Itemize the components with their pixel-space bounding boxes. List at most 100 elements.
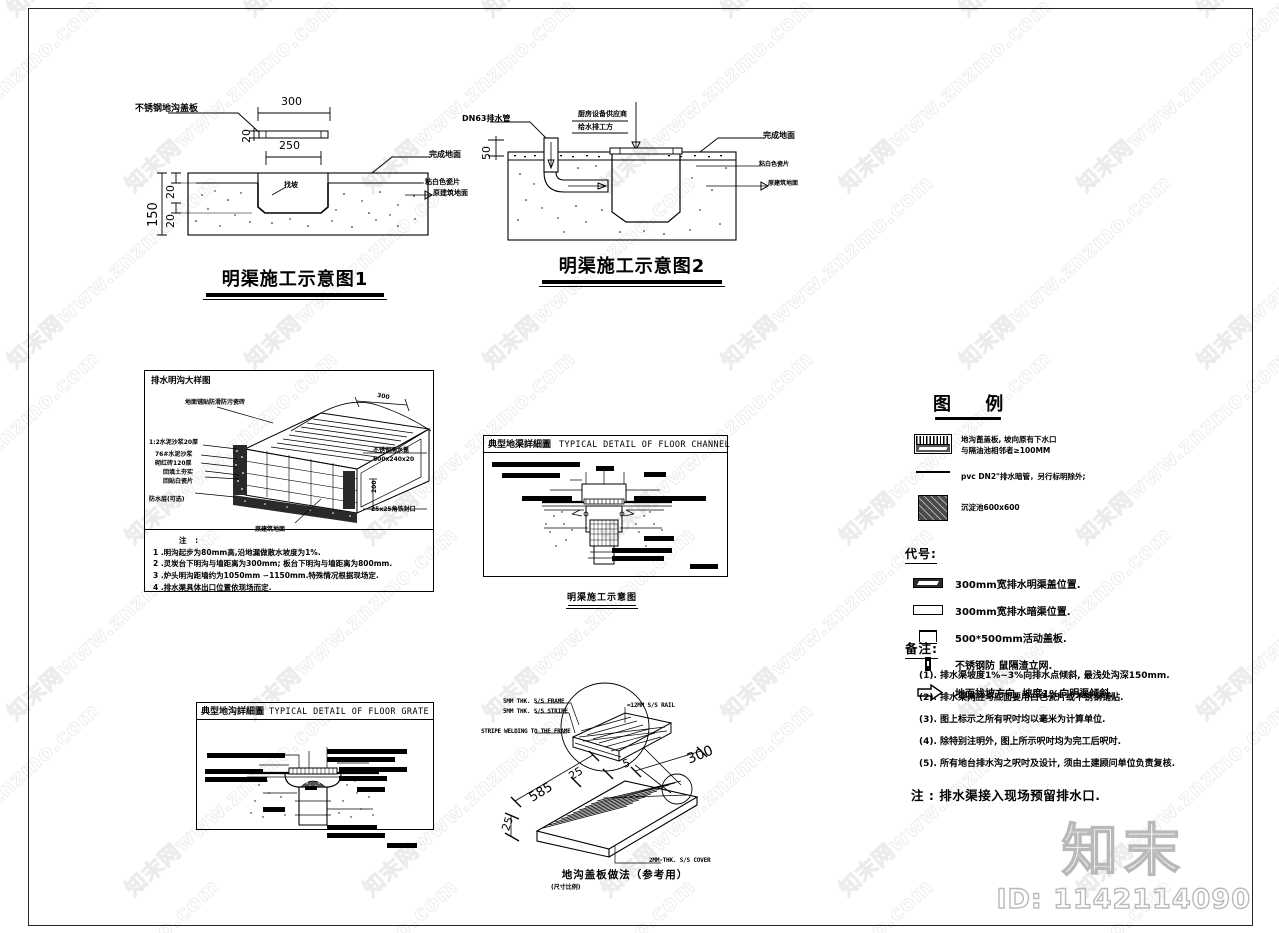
label-ss-frame: 5MM THK. S/S FRAME [503, 698, 565, 705]
detail-grate-3d: 5MM THK. S/S FRAME 5MM THK. S/S STRIPE S… [475, 682, 775, 891]
note-item: 1 .明沟起步为80mm高,沿地漏做散水坡度为1%. [153, 547, 321, 557]
legend-block: 图 例 地沟蓖盖板, 坡向原有下水口 与隔油池相邻者≥100MM pvc DN2… [905, 390, 1235, 701]
label-finished-floor-2: 完成地面 [763, 131, 795, 140]
redacted-annotation [327, 825, 377, 830]
floor-channel-section [542, 470, 672, 565]
redacted-annotation [339, 767, 407, 772]
label-waterproof: 防水层(可选) [149, 496, 185, 503]
open-channel-symbol [905, 578, 955, 589]
dim-pipe-50: 50 [480, 146, 493, 160]
sump-symbol [905, 494, 961, 521]
title-rule-2 [542, 280, 722, 284]
detail-open-channel-2: DN63排水管 厨房设备供应商 给水排工方 50 完成地面 粘白色瓷片 原建筑地… [462, 100, 808, 300]
pipe-line-symbol [905, 470, 961, 473]
label-drain-pipe: DN63排水管 [462, 114, 511, 123]
remark-item: (1). 排水渠坡度1%~3%向排水点倾斜, 最浅处沟深150mm. [919, 671, 1170, 681]
detail-open-ditch-3d: 排水明沟大样图 [144, 370, 434, 592]
label-slope: 找坡 [284, 181, 298, 189]
remark-item: (5). 所有地台排水沟之呎吋及设计, 须由土建顾问单位负责复核. [919, 759, 1176, 769]
code-item: 500*500mm活动盖板. [905, 630, 1235, 645]
label-ss-grate-size: 600x240x20 [373, 456, 415, 463]
legend-title: 图 例 [933, 394, 1018, 415]
floor-channel-caption-block: 明渠施工示意图 [522, 590, 682, 610]
sheet-border [28, 8, 1253, 926]
redacted-annotation [612, 556, 664, 561]
redacted-annotation [207, 753, 285, 758]
dim-250: 250 [279, 139, 300, 152]
redacted-annotation [612, 548, 672, 553]
rat-mesh-symbol [905, 657, 955, 672]
legend-item: pvc DN2"排水暗管，另行标明除外; [905, 470, 1235, 483]
redacted-annotation [492, 462, 580, 467]
detail-floor-grate: 典型地沟詳細圖 TYPICAL DETAIL OF FLOOR GRATE [196, 702, 434, 848]
dim-plate-thk-20: 20 [240, 129, 253, 143]
ditch-3d-isometric [194, 396, 432, 524]
legend-item-label: 地沟蓖盖板, 坡向原有下水口 与隔油池相邻者≥100MM [961, 435, 1057, 455]
legend-item: 地沟蓖盖板, 坡向原有下水口 与隔油池相邻者≥100MM [905, 434, 1235, 457]
open-channel-2-section [488, 102, 770, 241]
label-backfill: 回填土夯实 [163, 469, 194, 476]
label-equipment-top: 厨房设备供应商 [578, 110, 627, 118]
redacted-annotation [690, 564, 718, 569]
redacted-annotation [305, 786, 317, 790]
title-rule [206, 293, 384, 297]
legend-title-rule [935, 417, 1001, 420]
grate-3d-isometric [504, 682, 708, 864]
dim-300: 300 [281, 95, 302, 108]
code-item-label: 500*500mm活动盖板. [955, 633, 1067, 645]
code-item: 300mm宽排水明渠盖位置. [905, 576, 1235, 591]
floor-channel-title-en: TYPICAL DETAIL OF FLOOR CHANNEL [559, 440, 731, 450]
label-white-tile-2: 粘白色瓷片 [759, 161, 790, 168]
detail-open-channel-1: 不锈钢地沟盖板 300 250 20 150 20 20 找坡 完成地面 粘白色… [135, 95, 470, 305]
code-item-label: 地面找坡方向, 坡度1%向明渠倾斜. [955, 688, 1114, 700]
ditch-3d-title: 排水明沟大样图 [151, 376, 211, 386]
detail-2-title: 明渠施工示意图2 [558, 256, 706, 277]
redacted-annotation [644, 536, 674, 541]
label-orig-floor: 原建筑地面 [433, 189, 468, 197]
remarks-footnote: 注 : 排水渠接入现场预留排水口. [911, 788, 1101, 803]
remarks-title: 备注: [905, 638, 938, 659]
ditch-3d-notes: 注 : 1 .明沟起步为80mm高,沿地漏做散水坡度为1%. 2 .灵炭台下明沟… [153, 535, 392, 593]
legend-item-label: 沉淀池600x600 [961, 502, 1020, 512]
label-brick: 砌红砖120厚 [155, 460, 192, 467]
code-item: 地面找坡方向, 坡度1%向明渠倾斜. [905, 683, 1235, 701]
redacted-annotation [502, 473, 560, 478]
label-cement-mortar: 76#水泥沙浆 [155, 451, 193, 458]
floor-grate-title-cn: 典型地沟詳細圖 [201, 707, 265, 717]
code-item: 不锈钢防 鼠隔渣立网. [905, 657, 1235, 672]
remarks-block: 备注: (1). 排水渠坡度1%~3%向排水点倾斜, 最浅处沟深150mm. (… [905, 638, 1245, 804]
redacted-annotation [327, 833, 385, 838]
dim-top-20: 20 [164, 185, 177, 199]
redacted-annotation [357, 787, 385, 792]
detail-floor-channel: 典型地渠詳細圖 TYPICAL DETAIL OF FLOOR CHANNEL [483, 435, 731, 610]
label-tile-paste: 回贴白瓷片 [163, 478, 194, 485]
hidden-channel-symbol [905, 605, 955, 616]
caption-rule-2 [566, 608, 638, 610]
floor-channel-caption: 明渠施工示意图 [566, 593, 637, 603]
redacted-annotation [327, 757, 395, 762]
dim-3d-depth-200: 200 [371, 480, 378, 493]
label-mortar: 1:2水泥沙浆20厚 [149, 439, 199, 446]
code-section-title: 代号: [905, 545, 937, 564]
legend-item-label: pvc DN2"排水暗管，另行标明除外; [961, 471, 1086, 481]
redacted-annotation [596, 466, 614, 471]
floor-grate-section [247, 747, 379, 826]
redacted-annotation [634, 496, 706, 501]
title-rule-thin-2 [539, 286, 725, 287]
floor-channel-title-cn: 典型地渠詳細圖 [488, 440, 552, 450]
remark-item: (4). 除特别注明外, 图上所示呎吋均为完工后呎吋. [919, 737, 1122, 747]
cover-plate-symbol [905, 434, 961, 454]
code-item-label: 300mm宽排水明渠盖位置. [955, 579, 1081, 591]
floor-grate-title-en: TYPICAL DETAIL OF FLOOR GRATE [269, 707, 430, 717]
redacted-annotation [205, 769, 263, 774]
note-item: 2 .灵炭台下明沟与墙距离为300mm; 板台下明沟与墙距离为800mm. [153, 559, 393, 569]
label-white-tile: 粘白色瓷片 [425, 178, 460, 186]
movable-cover-symbol [905, 630, 955, 645]
detail-1-title: 明渠施工示意图1 [221, 269, 369, 290]
redacted-annotation [263, 807, 285, 812]
legend-item: 沉淀池600x600 [905, 494, 1235, 521]
label-stripe-welding: STRIPE WELDING TO THE FRAME [481, 728, 571, 735]
notes-heading: 注 : [179, 536, 202, 545]
title-rule-thin [203, 299, 387, 300]
